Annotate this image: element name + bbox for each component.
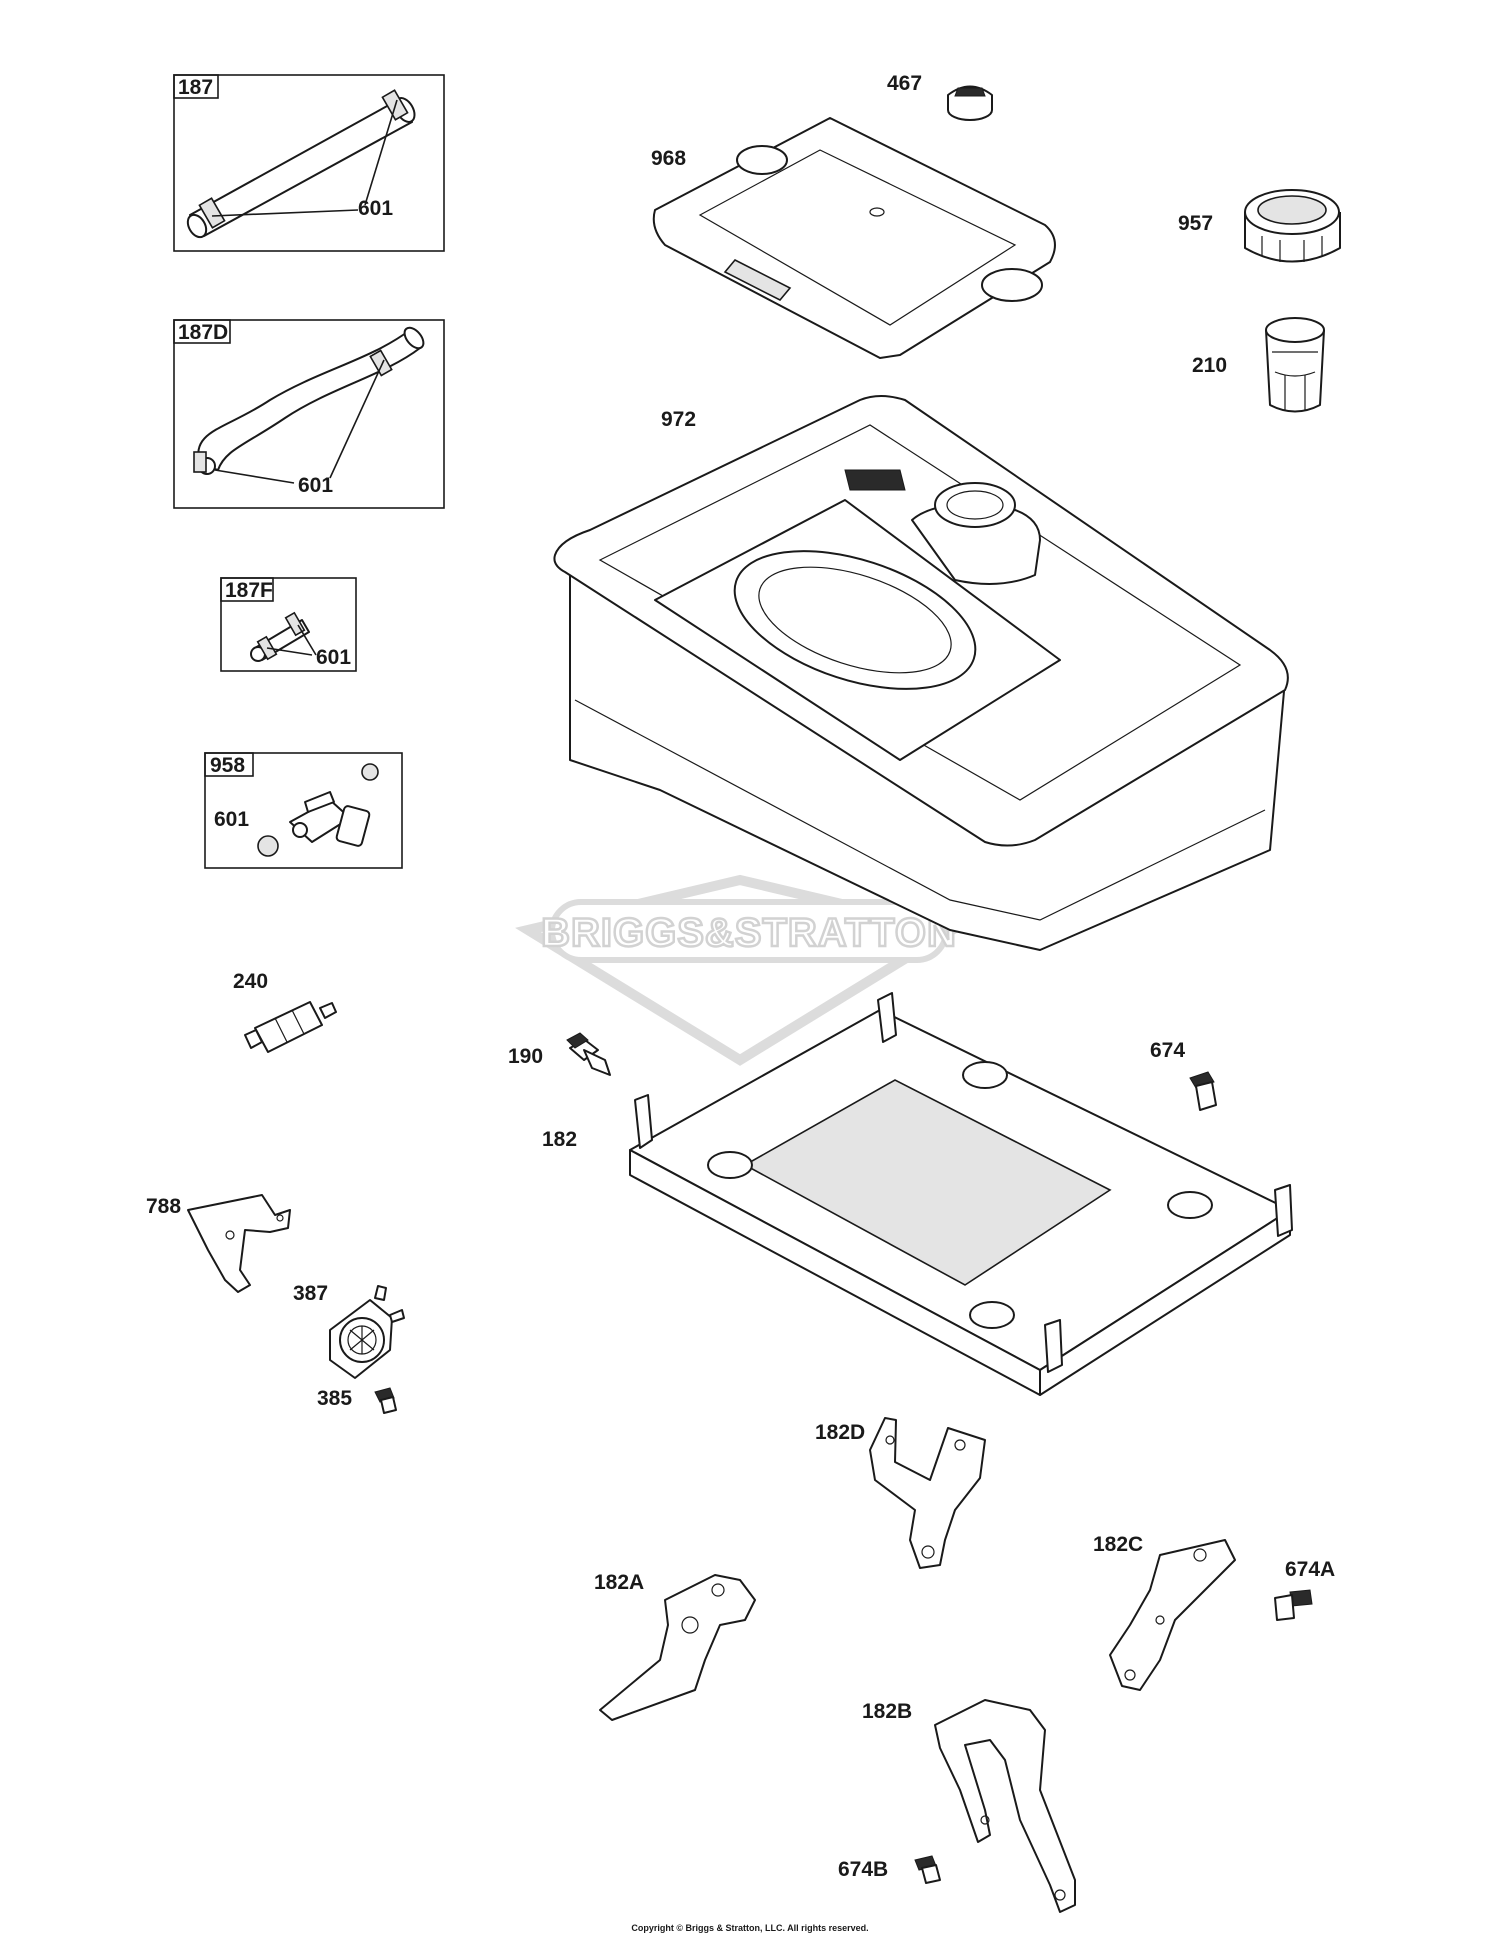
kit-958-part-label: 601 xyxy=(214,808,249,831)
part-182B[interactable]: 182B xyxy=(862,1699,1076,1913)
vent-cap-icon xyxy=(947,85,993,121)
kit-958-frame xyxy=(204,752,403,869)
screw-icon xyxy=(374,1387,397,1414)
callout-957: 957 xyxy=(1178,212,1213,235)
part-387[interactable]: 387 xyxy=(293,1282,405,1379)
fuel-cap-icon xyxy=(1244,189,1341,263)
callout-788: 788 xyxy=(146,1195,181,1218)
bracket-182D-icon xyxy=(869,1417,986,1569)
callout-972: 972 xyxy=(661,408,696,431)
callout-182D: 182D xyxy=(815,1421,865,1444)
fuel-pump-icon xyxy=(329,1285,405,1379)
kit-187[interactable]: 187 601 xyxy=(173,74,445,252)
kit-187-frame xyxy=(173,74,445,252)
kit-958-tag xyxy=(204,752,254,777)
part-182A[interactable]: 182A xyxy=(594,1571,756,1721)
tank-cover-icon xyxy=(652,117,1056,359)
part-968[interactable]: 968 xyxy=(651,117,1056,359)
part-674[interactable]: 674 xyxy=(1150,1039,1217,1111)
part-240[interactable]: 240 xyxy=(233,970,337,1053)
bracket-182B-icon xyxy=(934,1699,1076,1913)
callout-182C: 182C xyxy=(1093,1533,1143,1556)
bolt-674B-icon xyxy=(914,1855,941,1884)
part-972[interactable]: 972 xyxy=(553,395,1289,951)
part-788[interactable]: 788 xyxy=(146,1194,291,1293)
straight-fuel-hose-icon xyxy=(186,89,416,239)
watermark-logo: BRIGGS&STRATTON xyxy=(515,874,965,1066)
bracket-182C-icon xyxy=(1109,1539,1236,1691)
fuel-shutoff-valve-icon xyxy=(257,763,379,857)
bolt-674A-icon xyxy=(1274,1589,1313,1621)
fuel-tank-icon xyxy=(553,395,1289,951)
pump-bracket-icon xyxy=(187,1194,291,1293)
kit-187F-label: 187F xyxy=(225,579,273,602)
kit-187F[interactable]: 187F 601 xyxy=(220,577,357,672)
callout-190: 190 xyxy=(508,1045,543,1068)
kit-187D-frame xyxy=(173,319,445,509)
callout-968: 968 xyxy=(651,147,686,170)
kit-187-label: 187 xyxy=(178,76,213,99)
callout-674B: 674B xyxy=(838,1858,888,1881)
part-385[interactable]: 385 xyxy=(317,1387,397,1414)
part-210[interactable]: 210 xyxy=(1192,317,1325,413)
inline-fuel-filter-icon xyxy=(244,1001,337,1053)
curved-fuel-hose-icon xyxy=(193,326,425,475)
callout-240: 240 xyxy=(233,970,268,993)
fuel-fitting-icon xyxy=(566,1032,611,1076)
bracket-182A-icon xyxy=(599,1574,756,1721)
part-182D[interactable]: 182D xyxy=(815,1417,986,1569)
base-frame-icon xyxy=(629,992,1293,1396)
callout-467: 467 xyxy=(887,72,922,95)
kit-187D[interactable]: 187D 601 xyxy=(173,319,445,509)
part-674B[interactable]: 674B xyxy=(838,1855,941,1884)
part-190[interactable]: 190 xyxy=(508,1032,611,1076)
kit-187-tag xyxy=(173,74,219,99)
callout-182B: 182B xyxy=(862,1700,912,1723)
kit-187D-label: 187D xyxy=(178,321,228,344)
part-467[interactable]: 467 xyxy=(887,72,993,121)
kit-187-part-label: 601 xyxy=(358,197,393,220)
kit-958-label: 958 xyxy=(210,754,245,777)
fuel-strainer-icon xyxy=(1265,317,1325,413)
callout-182A: 182A xyxy=(594,1571,644,1594)
watermark-text: BRIGGS&STRATTON xyxy=(541,911,957,955)
kit-958[interactable]: 958 601 xyxy=(204,752,403,869)
callout-182: 182 xyxy=(542,1128,577,1151)
copyright-text: Copyright © Briggs & Stratton, LLC. All … xyxy=(631,1923,869,1933)
kit-187F-frame xyxy=(220,577,357,672)
part-674A[interactable]: 674A xyxy=(1274,1558,1335,1621)
kit-187F-tag xyxy=(220,577,274,602)
bolt-icon xyxy=(1189,1071,1217,1111)
callout-387: 387 xyxy=(293,1282,328,1305)
part-182C[interactable]: 182C xyxy=(1093,1533,1236,1691)
callout-674: 674 xyxy=(1150,1039,1185,1062)
kit-187D-tag xyxy=(173,319,231,344)
part-957[interactable]: 957 xyxy=(1178,189,1341,263)
callout-385: 385 xyxy=(317,1387,352,1410)
part-182[interactable]: 182 xyxy=(542,992,1293,1396)
callout-674A: 674A xyxy=(1285,1558,1335,1581)
kit-187F-part-label: 601 xyxy=(316,646,351,669)
callout-210: 210 xyxy=(1192,354,1227,377)
kit-187D-part-label: 601 xyxy=(298,474,333,497)
